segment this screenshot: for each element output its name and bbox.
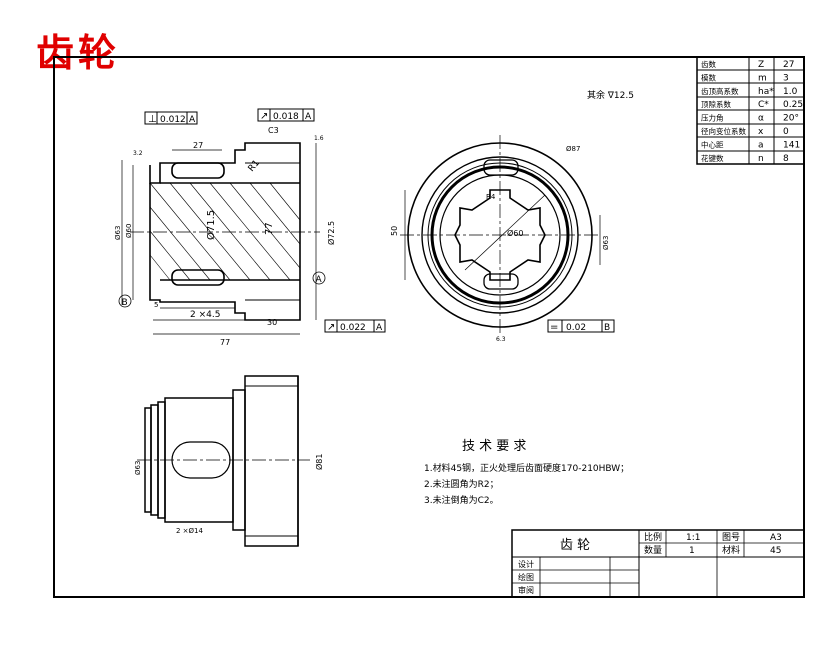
param-symbol: C* — [758, 100, 769, 110]
param-name: 花键数 — [701, 153, 724, 163]
param-value: 8 — [783, 154, 789, 164]
params-table-rows: 齿数 Z 27 模数 m 3 齿顶高系数 ha* 1.0 顶隙系数 C* 0.25 压力角 α 20° 径向变… — [701, 59, 803, 164]
perp-value: 0.012 — [160, 115, 186, 125]
dim-5: 5 — [154, 301, 158, 309]
perp-datum: A — [189, 115, 196, 125]
title-block-scale-label: 比例 — [644, 531, 662, 543]
datum-a-circle — [312, 271, 326, 285]
param-symbol: Z — [758, 60, 764, 70]
param-value: 0.25 — [783, 100, 803, 110]
dim-c3: C3 — [268, 126, 279, 135]
param-name: 齿数 — [701, 59, 716, 69]
title-block — [511, 529, 805, 598]
gdt-parallel-frame — [547, 319, 615, 333]
page-title: 齿轮 — [36, 30, 121, 75]
param-symbol: a — [758, 140, 764, 150]
parallel-value: 0.02 — [566, 323, 586, 333]
rough-3-2: 3.2 — [133, 150, 143, 157]
dim-77-horiz: 77 — [220, 338, 230, 347]
runout-bottom-datum: A — [376, 323, 383, 333]
parallel-symbol: = — [550, 322, 558, 333]
dim-50: 50 — [390, 226, 399, 236]
param-symbol: n — [758, 154, 764, 164]
dim-27: 27 — [193, 141, 203, 150]
title-block-scale-value: 1:1 — [686, 533, 700, 543]
dim-d60b: Ø60 — [507, 228, 523, 238]
param-value: 27 — [783, 60, 794, 70]
datum-a-label: A — [316, 275, 323, 285]
runout-bottom-symbol: ↗ — [327, 322, 335, 333]
title-block-review-label: 审阅 — [518, 585, 534, 595]
dim-groove: 2 ×4.5 — [190, 310, 220, 320]
dim-r4: R4 — [486, 193, 496, 201]
param-value: 141 — [783, 140, 800, 150]
param-name: 模数 — [701, 72, 716, 82]
dim-d71: Ø71.5 — [205, 210, 217, 240]
dim-d63: Ø63 — [114, 226, 122, 240]
title-block-material-value: 45 — [770, 546, 781, 556]
datum-b-circle — [118, 294, 132, 308]
runout-top-value: 0.018 — [273, 112, 299, 122]
title-block-material-label: 材料 — [722, 544, 740, 556]
dim-2x14: 2 ×Ø14 — [176, 527, 204, 535]
dim-30: 30 — [267, 318, 277, 327]
dim-d63b: Ø63 — [602, 236, 610, 250]
params-table — [696, 56, 805, 165]
param-value: 0 — [783, 127, 789, 137]
param-value: 1.0 — [783, 87, 798, 97]
param-name: 径向变位系数 — [701, 126, 746, 136]
title-block-draw-label: 绘图 — [518, 572, 534, 582]
tech-req-line-1: 1.材料45钢，正火处理后齿面硬度170-210HBW； — [424, 462, 629, 474]
title-block-part-name: 齿 轮 — [560, 538, 590, 553]
param-name: 压力角 — [701, 113, 724, 123]
title-block-qty-value: 1 — [689, 546, 695, 556]
runout-top-datum: A — [305, 112, 312, 122]
dim-bottom-rough: 6.3 — [496, 336, 506, 343]
param-symbol: ha* — [758, 87, 774, 97]
tech-req-line-2: 2.未注圆角为R2； — [424, 478, 499, 490]
dim-d72: Ø72.5 — [326, 221, 336, 245]
title-block-drawing-no-value: A3 — [770, 533, 782, 543]
section-hatch — [149, 182, 301, 281]
gdt-runout-top-frame — [257, 108, 315, 122]
gdt-perp-frame — [144, 111, 198, 125]
title-block-design-label: 设计 — [518, 559, 534, 569]
param-symbol: m — [758, 73, 767, 83]
param-value: 3 — [783, 73, 789, 83]
title-block-qty-label: 数量 — [644, 544, 662, 556]
end-view — [400, 135, 601, 335]
param-symbol: α — [758, 114, 764, 124]
runout-bottom-value: 0.022 — [340, 323, 366, 333]
rough-1-6: 1.6 — [314, 135, 324, 142]
runout-top-symbol: ↗ — [260, 111, 268, 122]
param-name: 齿顶高系数 — [701, 86, 739, 96]
parallel-datum: B — [604, 323, 610, 333]
dim-d63c: Ø63 — [134, 461, 142, 475]
dim-d81: Ø81 — [314, 454, 324, 470]
param-value: 20° — [783, 114, 799, 124]
tech-req-line-3: 3.未注倒角为C2。 — [424, 494, 499, 506]
surface-note: 其余 ∇12.5 — [587, 89, 634, 101]
title-block-drawing-no-label: 图号 — [722, 532, 740, 543]
datum-b-label: B — [122, 298, 128, 308]
param-symbol: x — [758, 127, 764, 137]
gdt-runout-bottom-frame — [324, 319, 386, 333]
side-view — [137, 375, 310, 547]
section-view — [130, 142, 320, 321]
dim-r1: R1 — [247, 158, 262, 174]
tech-req-title: 技 术 要 求 — [462, 439, 526, 454]
dim-d87: Ø87 — [566, 145, 580, 153]
dim-d60: Ø60 — [125, 224, 133, 238]
perp-symbol: ⊥ — [148, 114, 157, 125]
param-name: 顶隙系数 — [701, 99, 731, 109]
section-dims — [121, 143, 317, 335]
drawing-frame — [53, 56, 805, 598]
param-name: 中心距 — [701, 139, 724, 149]
dim-77-vert: 77 — [264, 222, 275, 235]
